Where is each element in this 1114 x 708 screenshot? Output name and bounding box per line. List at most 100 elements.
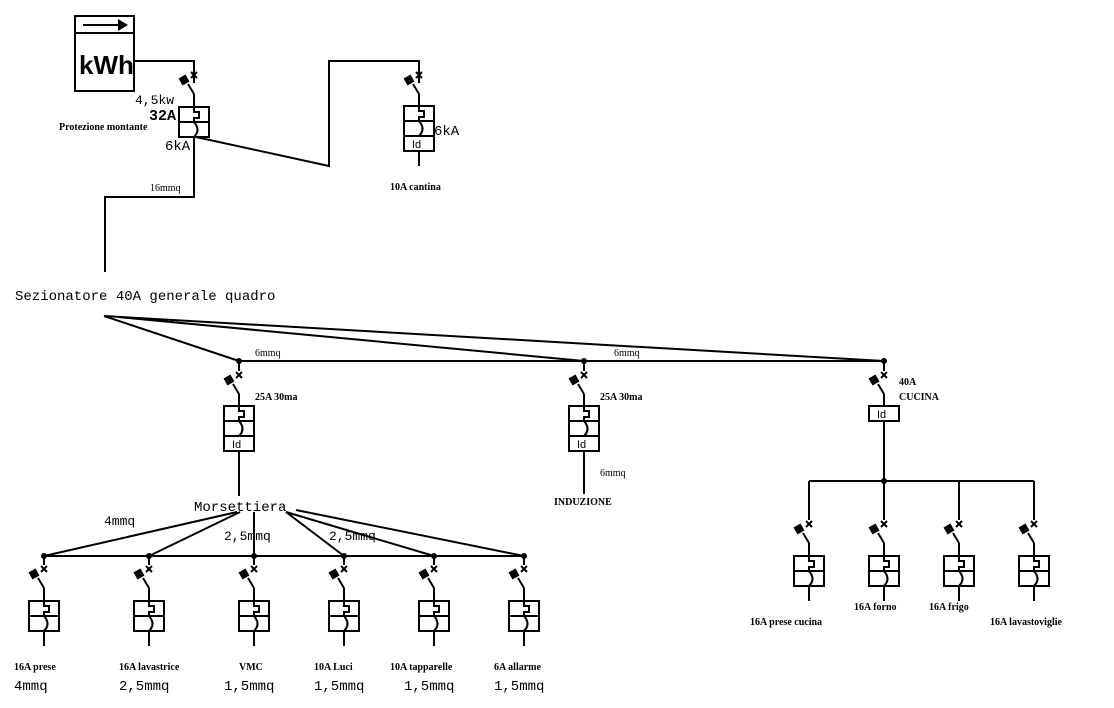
circuit-label: 16A lavastrice xyxy=(119,662,180,673)
circuit-cable-label: 2,5mmq xyxy=(119,679,169,695)
main-protection-name: Protezione montante xyxy=(59,122,148,133)
circuit-cable-label: 4mmq xyxy=(14,679,48,695)
kitchen-rcd-rating: 40A xyxy=(899,377,917,388)
main-feed-wire xyxy=(104,137,195,272)
kitchen-rcd-breaker[interactable]: Id xyxy=(868,361,900,481)
magnetic-trip-icon xyxy=(238,420,244,437)
circuit-label: 10A tapparelle xyxy=(390,662,453,673)
differential-icon: Id xyxy=(877,409,886,421)
kitchen-circuit-label: 16A frigo xyxy=(929,602,969,613)
magnetic-trip-icon xyxy=(1033,570,1039,587)
thermal-trip-icon xyxy=(583,406,590,421)
thermal-trip-icon xyxy=(43,601,50,616)
circuit-breaker[interactable] xyxy=(328,565,360,646)
wire-label: 2,5mmq xyxy=(224,529,271,544)
circuit-breaker[interactable] xyxy=(28,565,60,646)
kitchen-circuit-breaker[interactable] xyxy=(1018,520,1050,601)
cellar-label: 10A cantina xyxy=(390,182,441,193)
switch-handle-icon xyxy=(868,520,888,544)
arrow-right-icon xyxy=(83,19,128,31)
circuit-label: 6A allarme xyxy=(494,662,541,673)
circuit-breaker[interactable] xyxy=(133,565,165,646)
magnetic-trip-icon xyxy=(808,570,814,587)
magnetic-trip-icon xyxy=(883,570,889,587)
circuit-cable-label: 1,5mmq xyxy=(314,679,364,695)
kitchen-circuit-label: 16A prese cucina xyxy=(750,617,822,628)
kitchen-circuit-label: 16A lavastoviglie xyxy=(990,617,1063,628)
meter-label: kWh xyxy=(79,50,134,80)
switch-handle-icon xyxy=(178,71,198,95)
thermal-trip-icon xyxy=(808,556,815,571)
circuit-breaker[interactable] xyxy=(418,565,450,646)
kitchen-circuit-label: 16A forno xyxy=(854,602,897,613)
wire-label: 4mmq xyxy=(104,514,135,529)
induction-load-label: INDUZIONE xyxy=(554,497,612,508)
circuit-breaker[interactable] xyxy=(238,565,270,646)
meter-box xyxy=(74,15,135,92)
switch-handle-icon xyxy=(943,520,963,544)
thermal-trip-icon xyxy=(418,106,425,121)
magnetic-trip-icon xyxy=(148,615,154,632)
terminal-block-label: Morsettiera xyxy=(194,500,286,516)
cellar-feed-wire xyxy=(195,60,420,168)
thermal-trip-icon xyxy=(1033,556,1040,571)
main-power-label: 4,5kw xyxy=(135,93,174,108)
cellar-breaker[interactable]: Id xyxy=(403,71,435,166)
thermal-trip-icon xyxy=(523,601,530,616)
kitchen-circuit-breaker[interactable] xyxy=(793,520,825,601)
main-breaking-capacity: 6kA xyxy=(165,139,191,155)
thermal-trip-icon xyxy=(253,601,260,616)
differential-icon: Id xyxy=(412,139,421,151)
kitchen-circuit-breaker[interactable] xyxy=(943,520,975,601)
main-protection-breaker[interactable] xyxy=(178,71,210,138)
circuit-breaker[interactable] xyxy=(508,565,540,646)
magnetic-trip-icon xyxy=(253,615,259,632)
circuit-cable-label: 1,5mmq xyxy=(224,679,274,695)
switch-handle-icon xyxy=(223,371,243,395)
thermal-trip-icon xyxy=(238,406,245,421)
thermal-trip-icon xyxy=(958,556,965,571)
magnetic-trip-icon xyxy=(433,615,439,632)
circuit-cable-label: 1,5mmq xyxy=(404,679,454,695)
feeder-to-kitchen-rcd xyxy=(103,315,885,362)
switch-handle-icon xyxy=(868,371,888,395)
switch-handle-icon xyxy=(418,565,438,589)
kitchen-circuit-breaker[interactable] xyxy=(868,520,900,601)
circuit-label: 16A prese xyxy=(14,662,56,673)
magnetic-trip-icon xyxy=(43,615,49,632)
switch-handle-icon xyxy=(238,565,258,589)
wire-label: 2,5mmq xyxy=(329,529,376,544)
switch-handle-icon xyxy=(133,565,153,589)
magnetic-trip-icon xyxy=(193,121,199,138)
differential-icon: Id xyxy=(577,439,586,451)
kitchen-rcd-name: CUCINA xyxy=(899,392,940,403)
circuit-label: 10A Luci xyxy=(314,662,353,673)
switch-handle-icon xyxy=(328,565,348,589)
magnetic-trip-icon xyxy=(523,615,529,632)
cellar-breaking-capacity: 6kA xyxy=(434,124,460,140)
circuit-label: VMC xyxy=(239,662,263,673)
middle-rcd-breaker[interactable]: Id xyxy=(568,361,600,494)
feeder-cable-label: 6mmq xyxy=(614,348,640,359)
thermal-trip-icon xyxy=(883,556,890,571)
switch-handle-icon xyxy=(793,520,813,544)
circuit-cable-label: 1,5mmq xyxy=(494,679,544,695)
main-rating-label: 32A xyxy=(149,108,176,125)
switch-handle-icon xyxy=(508,565,528,589)
feeder-cable-label: 6mmq xyxy=(255,348,281,359)
differential-icon: Id xyxy=(232,439,241,451)
kitchen-circuits: 16A prese cucina 16A forno 16A frigo 16A la… xyxy=(750,481,1063,628)
feeder-to-left-rcd xyxy=(103,315,240,362)
thermal-trip-icon xyxy=(193,107,200,122)
switch-handle-icon xyxy=(1018,520,1038,544)
main-switch-label: Sezionatore 40A generale quadro xyxy=(15,289,275,305)
left-circuits: 16A prese 4mmq 16A lavastrice 2,5mmq VMC 1,5m… xyxy=(14,553,544,695)
left-rcd-label: 25A 30ma xyxy=(255,392,298,403)
thermal-trip-icon xyxy=(433,601,440,616)
thermal-trip-icon xyxy=(343,601,350,616)
main-cable-label: 16mmq xyxy=(150,183,181,194)
energy-meter: kWh xyxy=(74,15,135,92)
magnetic-trip-icon xyxy=(418,120,424,137)
left-rcd-breaker[interactable]: Id xyxy=(223,361,255,496)
